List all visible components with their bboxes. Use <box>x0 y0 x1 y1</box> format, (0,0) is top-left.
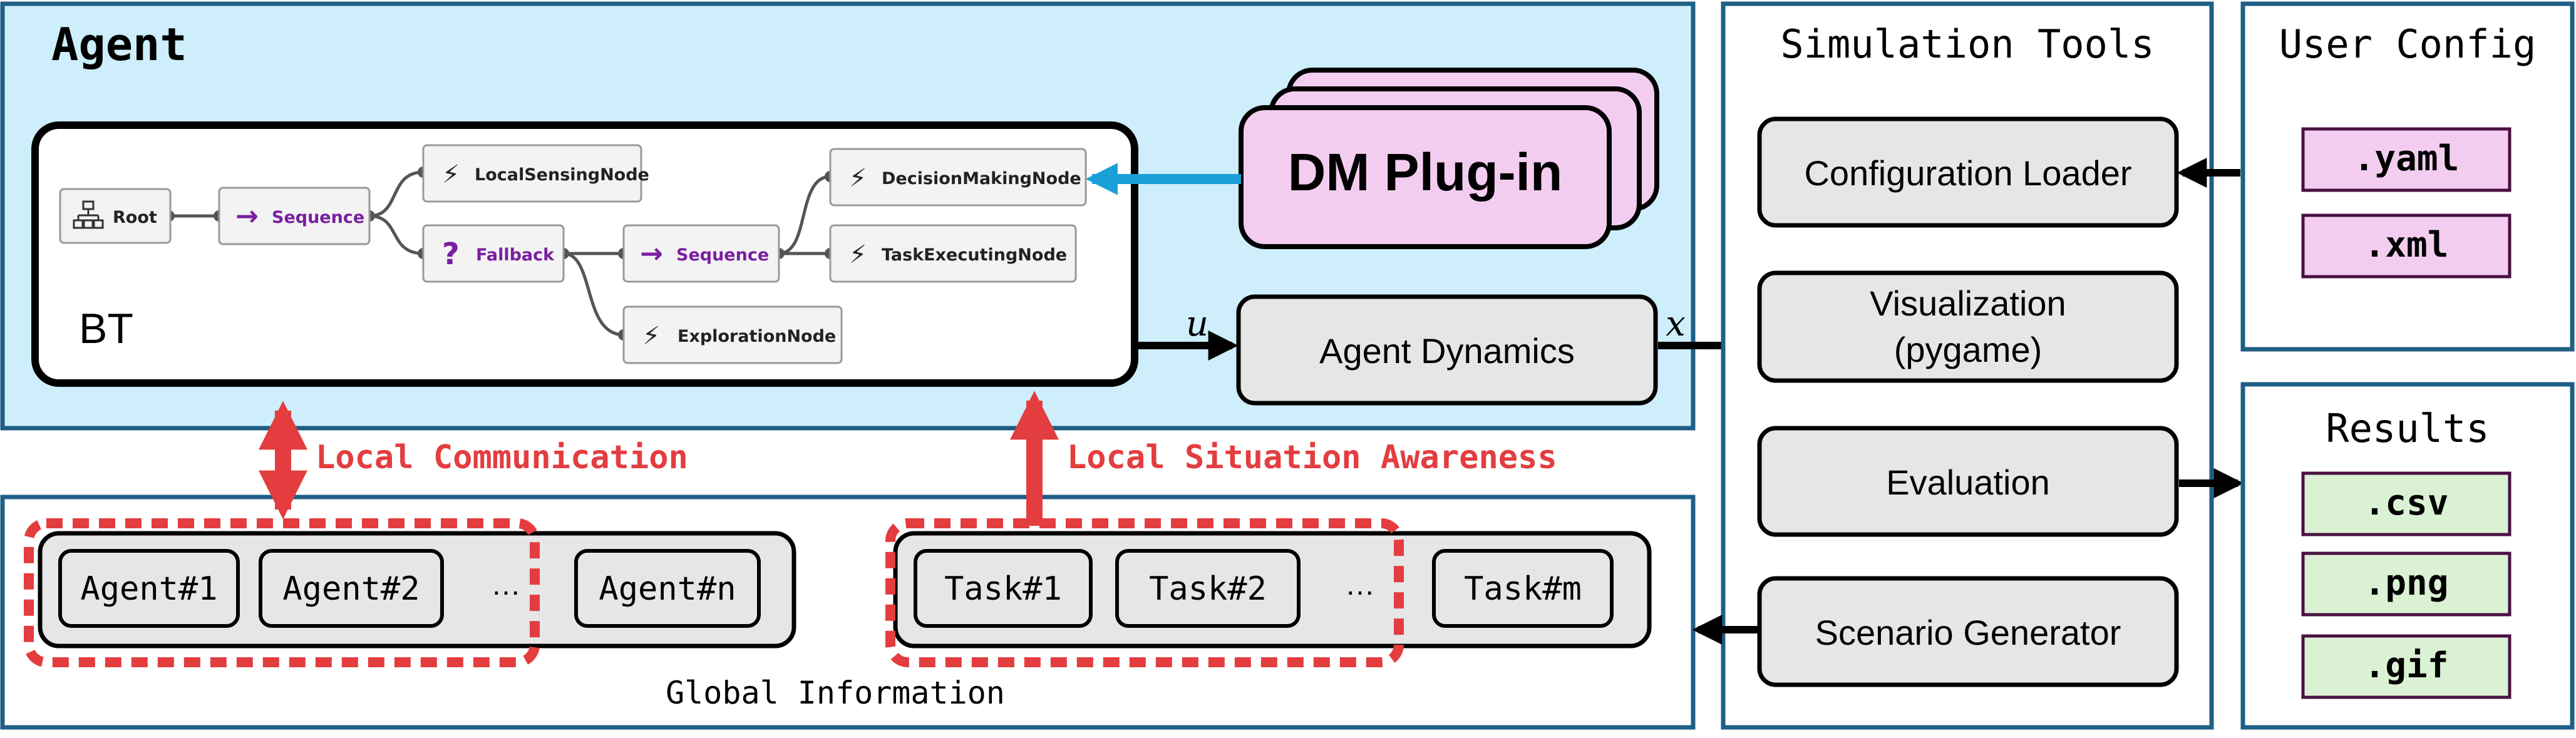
evaluation-label: Evaluation <box>1886 463 2050 502</box>
bt-node-sequence-1[interactable]: → Sequence <box>218 187 371 245</box>
local-communication-label: Local Communication <box>316 439 688 476</box>
lightning-icon: ⚡ <box>849 164 867 193</box>
scenario-generator-button[interactable]: Scenario Generator <box>1757 576 2179 687</box>
bt-node-decision-making-label: DecisionMakingNode <box>882 169 1081 188</box>
global-information-label: Global Information <box>666 675 1005 711</box>
bt-node-fallback[interactable]: ? Fallback <box>422 224 565 283</box>
bt-node-sequence-2-label: Sequence <box>676 245 769 265</box>
tasks-ellipsis: … <box>1345 568 1375 602</box>
task-item-1-label: Task#1 <box>944 570 1062 608</box>
lightning-icon: ⚡ <box>849 240 867 269</box>
hierarchy-icon <box>73 200 104 229</box>
agent-item-1[interactable]: Agent#1 <box>58 549 240 628</box>
agent-item-2-label: Agent#2 <box>282 570 420 608</box>
simulation-tools-title: Simulation Tools <box>1780 21 2154 67</box>
dm-plugin-label: DM Plug-in <box>1288 143 1563 202</box>
visualization-sublabel: (pygame) <box>1894 330 2043 369</box>
local-tasks-highlight <box>885 518 1404 667</box>
bt-label: BT <box>79 305 133 352</box>
u-label: u <box>1186 304 1208 344</box>
question-icon: ? <box>442 237 460 272</box>
visualization-label: Visualization <box>1870 284 2066 323</box>
bt-node-fallback-label: Fallback <box>476 245 555 265</box>
agent-dynamics-label: Agent Dynamics <box>1319 331 1575 371</box>
result-file-csv[interactable]: .csv <box>2301 471 2512 536</box>
agent-item-2[interactable]: Agent#2 <box>259 549 444 628</box>
visualization-button[interactable]: Visualization (pygame) <box>1757 270 2179 383</box>
config-file-yaml[interactable]: .yaml <box>2301 127 2512 192</box>
configuration-loader-label: Configuration Loader <box>1804 153 2131 193</box>
agents-ellipsis: … <box>491 568 521 602</box>
config-file-xml[interactable]: .xml <box>2301 213 2512 279</box>
results-title: Results <box>2326 406 2489 451</box>
sequence-arrow-icon: → <box>235 200 259 232</box>
configuration-loader-button[interactable]: Configuration Loader <box>1757 116 2179 228</box>
bt-node-local-sensing-label: LocalSensingNode <box>475 165 649 185</box>
bt-node-exploration-label: ExplorationNode <box>677 327 836 346</box>
bt-connectors <box>169 170 831 337</box>
task-item-2-label: Task#2 <box>1149 570 1267 608</box>
bt-node-exploration[interactable]: ⚡ ExplorationNode <box>622 305 843 364</box>
result-file-gif-label: .gif <box>2364 645 2449 686</box>
user-config-title: User Config <box>2279 21 2537 67</box>
agent-item-1-label: Agent#1 <box>80 570 217 608</box>
bt-node-root[interactable]: Root <box>59 188 172 244</box>
lightning-icon: ⚡ <box>442 160 460 189</box>
bt-node-local-sensing[interactable]: ⚡ LocalSensingNode <box>422 144 649 203</box>
result-file-png-label: .png <box>2364 563 2449 603</box>
result-file-csv-label: .csv <box>2364 483 2449 523</box>
result-file-gif[interactable]: .gif <box>2301 634 2512 699</box>
agent-item-n[interactable]: Agent#n <box>574 549 761 628</box>
agent-dynamics-box[interactable]: Agent Dynamics <box>1236 294 1658 406</box>
scenario-generator-label: Scenario Generator <box>1815 613 2121 652</box>
bt-node-root-label: Root <box>113 208 157 227</box>
evaluation-button[interactable]: Evaluation <box>1757 426 2179 537</box>
bt-node-task-executing[interactable]: ⚡ TaskExecutingNode <box>829 224 1077 283</box>
lightning-icon: ⚡ <box>642 322 660 351</box>
bt-node-decision-making[interactable]: ⚡ DecisionMakingNode <box>829 148 1087 207</box>
x-label: x <box>1666 304 1686 344</box>
config-file-xml-label: .xml <box>2364 225 2449 265</box>
task-item-1[interactable]: Task#1 <box>914 549 1093 628</box>
task-item-m[interactable]: Task#m <box>1432 549 1614 628</box>
bt-node-sequence-1-label: Sequence <box>272 208 364 227</box>
config-file-yaml-label: .yaml <box>2354 138 2460 179</box>
task-item-2[interactable]: Task#2 <box>1115 549 1301 628</box>
task-item-m-label: Task#m <box>1464 570 1582 608</box>
agent-title: Agent <box>51 18 187 71</box>
dm-plugin-stack[interactable]: DM Plug-in <box>1239 68 1659 249</box>
agent-item-n-label: Agent#n <box>599 570 736 608</box>
local-situation-awareness-label: Local Situation Awareness <box>1067 439 1557 476</box>
result-file-png[interactable]: .png <box>2301 551 2512 617</box>
bt-node-task-executing-label: TaskExecutingNode <box>882 245 1067 265</box>
bt-node-sequence-2[interactable]: → Sequence <box>622 224 780 283</box>
sequence-arrow-icon: → <box>640 238 663 270</box>
